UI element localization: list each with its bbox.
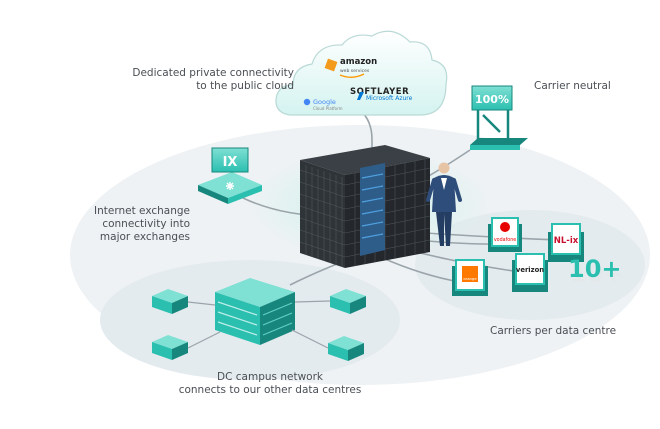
carriers-label: Carriers per data centre bbox=[490, 325, 617, 337]
campus-building-2 bbox=[330, 289, 366, 314]
campus-building-1 bbox=[152, 289, 188, 314]
percent-badge: 100% bbox=[475, 93, 509, 106]
svg-text:Microsoft Azure: Microsoft Azure bbox=[366, 95, 413, 102]
svg-text:Google: Google bbox=[313, 98, 336, 106]
carrier-count: 10+ 10+ bbox=[568, 255, 624, 288]
carrier-verizon: verizon bbox=[512, 253, 548, 292]
ix-block: IX bbox=[198, 147, 262, 204]
svg-text:orange: orange bbox=[463, 276, 477, 281]
carrier-neutral-block: 100% bbox=[470, 85, 528, 150]
svg-text:verizon: verizon bbox=[516, 266, 544, 274]
carrier-neutral-label: Carrier neutral bbox=[534, 80, 611, 92]
carrier-vodafone: vodafone bbox=[488, 217, 522, 252]
svg-text:web services: web services bbox=[340, 68, 370, 74]
ix-label: Internet exchange connectivity into majo… bbox=[94, 205, 190, 243]
campus-main-building bbox=[215, 278, 295, 345]
google-cloud-logo: Google Cloud Platform bbox=[303, 98, 343, 111]
ix-badge: IX bbox=[223, 155, 238, 170]
svg-text:NL-ix: NL-ix bbox=[554, 236, 579, 246]
svg-text:10+: 10+ bbox=[568, 255, 622, 283]
person-figure bbox=[426, 162, 462, 246]
cloud-label: Dedicated private connectivity to the pu… bbox=[132, 67, 294, 92]
campus-label: DC campus network connects to our other … bbox=[178, 371, 362, 396]
campus-building-3 bbox=[152, 335, 188, 360]
carrier-orange: orange bbox=[452, 259, 488, 296]
campus-links bbox=[187, 300, 331, 349]
svg-text:vodafone: vodafone bbox=[494, 237, 516, 243]
cloud: amazon web services SOFTLAYER Google Clo… bbox=[275, 30, 448, 116]
azure-logo: Microsoft Azure bbox=[357, 92, 413, 102]
carrier-nlix: NL-ix bbox=[548, 223, 584, 262]
svg-text:Cloud Platform: Cloud Platform bbox=[313, 106, 343, 111]
softlayer-logo: SOFTLAYER bbox=[350, 87, 409, 97]
amazon-logo: amazon web services bbox=[324, 57, 377, 78]
svg-text:10+: 10+ bbox=[570, 260, 624, 288]
campus-building-4 bbox=[328, 336, 364, 361]
svg-text:amazon: amazon bbox=[340, 57, 377, 67]
server-rack bbox=[299, 145, 431, 268]
